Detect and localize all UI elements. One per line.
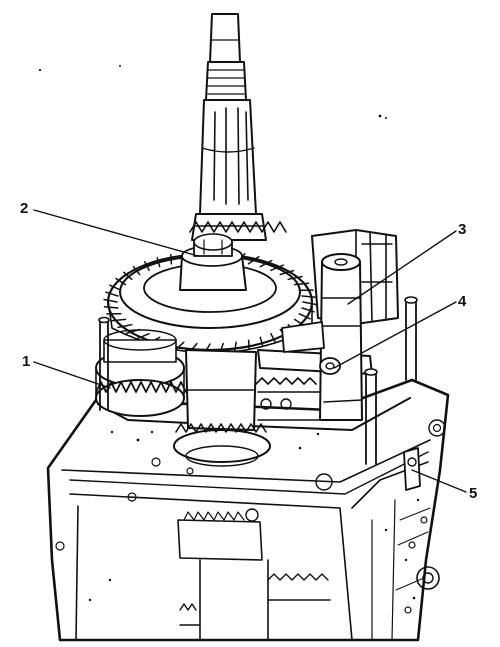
callout-label-5: 5	[469, 485, 478, 502]
gear-tooth	[135, 332, 150, 340]
gear-tooth	[115, 277, 127, 286]
countershaft-cluster	[95, 296, 418, 467]
gear-tooth	[110, 318, 127, 322]
gear-tooth	[270, 332, 277, 343]
gear-tooth	[103, 305, 119, 309]
leader-line-5	[411, 469, 467, 493]
input-shaft	[189, 13, 287, 241]
gear-tooth	[293, 282, 310, 286]
gear-tooth	[302, 301, 317, 306]
main-helical-gear	[103, 233, 317, 354]
shift-selector-assembly	[281, 229, 399, 421]
gear-tooth	[117, 323, 133, 329]
gear-tooth	[298, 313, 311, 320]
callout-leaders	[33, 209, 467, 493]
callout-label-1: 1	[22, 353, 31, 370]
leader-line-4	[333, 301, 457, 369]
gear-tooth	[103, 298, 118, 303]
leader-line-1	[33, 361, 111, 389]
callout-label-3: 3	[458, 221, 467, 238]
callout-label-4: 4	[458, 293, 467, 310]
gear-tooth	[247, 339, 250, 351]
lower-gear-train	[177, 508, 331, 641]
leader-line-3	[347, 230, 457, 305]
leader-line-2	[33, 209, 199, 257]
gear-tooth	[287, 275, 303, 281]
gear-tooth	[233, 341, 237, 353]
gear-tooth	[105, 291, 119, 297]
side-bracket	[403, 447, 421, 491]
gear-tooth	[259, 336, 264, 347]
gear-tooth	[109, 284, 122, 291]
gear-tooth	[301, 295, 317, 299]
callout-label-2: 2	[20, 200, 29, 217]
